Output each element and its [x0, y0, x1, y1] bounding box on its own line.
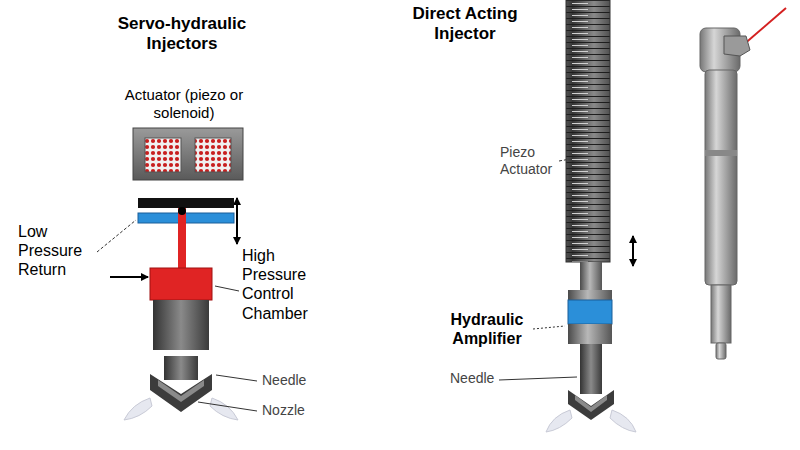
part-label: Needle	[262, 372, 332, 389]
part-label: Hydraulic Amplifier	[432, 310, 542, 348]
part-label: Actuator (piezo or solenoid)	[116, 86, 252, 122]
part-label: High Pressure Control Chamber	[242, 246, 326, 323]
part-label: Nozzle	[262, 402, 332, 419]
heading: Servo-hydraulic Injectors	[92, 14, 272, 55]
part-label: Needle	[450, 370, 510, 387]
heading: Direct Acting Injector	[398, 4, 532, 45]
part-label: Low Pressure Return	[18, 222, 94, 280]
part-label: Piezo Actuator	[500, 144, 564, 178]
injector-photo	[700, 8, 786, 359]
direct-acting-injector	[546, 0, 636, 432]
leader-lines	[97, 158, 577, 411]
